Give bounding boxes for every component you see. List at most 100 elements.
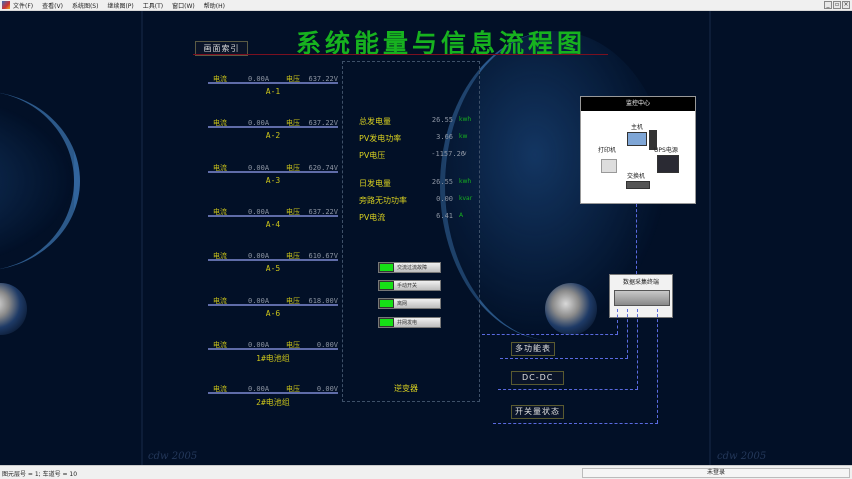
globe-left [0,283,27,335]
voltage-label: 电压 [286,385,300,393]
network-switch-icon [626,181,650,189]
current-value: 0.00A [248,385,270,393]
monitor-center-panel[interactable]: 监控中心 主机 打印机 UPS电源 交换机 [580,96,696,204]
menu-system-diagram[interactable]: 系统图(S) [71,2,99,10]
current-label: 电流 [213,208,227,216]
close-button[interactable]: × [842,1,850,9]
status-led [379,318,394,327]
current-value: 0.00A [248,341,270,349]
voltage-value: 0.00V [316,341,338,349]
globe-center [545,283,597,335]
current-value: 0.00A [248,208,270,216]
indicator-off-grid[interactable]: 离网 [378,298,441,309]
host-computer-icon [627,132,647,146]
voltage-value: 610.67V [308,252,338,260]
multifunction-meter-tag[interactable]: 多功能表 [511,342,555,356]
host-label: 主机 [631,124,644,131]
monitor-center-title: 监控中心 [581,97,695,111]
feeder-name: A-3 [265,176,281,185]
data-collector-panel[interactable]: 数据采集终端 [609,274,673,318]
light-swoosh-left [0,91,80,271]
feeder-name: 2#电池组 [256,398,290,407]
watermark-right: cdw 2005 [717,451,767,462]
current-value: 0.00A [248,297,270,305]
watermark-left: cdw 2005 [148,451,198,462]
minimize-button[interactable]: _ [824,1,832,9]
feeder-a5: 电流 0.00A 电压 610.67V A-5 [208,251,338,273]
voltage-label: 电压 [286,252,300,260]
current-value: 0.00A [248,119,270,127]
dc-dc-tag[interactable]: DC-DC [511,371,565,385]
current-value: 0.00A [248,75,270,83]
comm-line [500,358,628,359]
current-label: 电流 [213,119,227,127]
feeder-name: 1#电池组 [256,354,290,363]
page-title: 系统能量与信息流程图 [296,29,587,58]
status-led [379,281,394,290]
title-underline [193,54,608,55]
collector-title: 数据采集终端 [622,279,659,286]
current-value: 0.00A [248,164,270,172]
menu-help[interactable]: 帮助(H) [203,2,225,10]
status-led [379,263,394,272]
feeder-name: A-1 [265,87,281,96]
comm-line [498,389,638,390]
feeder-name: A-2 [265,131,281,140]
voltage-label: 电压 [286,297,300,305]
current-value: 0.00A [248,252,270,260]
menu-continue-diagram[interactable]: 继续图(P) [107,2,134,10]
voltage-value: 637.22V [308,119,338,127]
voltage-label: 电压 [286,164,300,172]
voltage-value: 0.00V [316,385,338,393]
voltage-label: 电压 [286,75,300,83]
current-label: 电流 [213,164,227,172]
indicator-manual-switch[interactable]: 手动开关 [378,280,441,291]
screen-index-button[interactable]: 画面索引 [195,41,248,56]
inverter-label: 逆变器 [394,384,418,393]
comm-line [627,309,628,358]
current-label: 电流 [213,341,227,349]
menu-file[interactable]: 文件(F) [13,2,34,10]
indicator-ac-overcurrent[interactable]: 交流过流故障 [378,262,441,273]
switch-state-tag[interactable]: 开关量状态 [511,405,564,419]
comm-line [657,309,658,423]
status-left: 图元层号 = 1; 车道号 = 10 [2,471,78,478]
panel-divider-right [709,11,711,465]
indicator-grid-connected[interactable]: 并网发电 [378,317,441,328]
current-label: 电流 [213,252,227,260]
inverter-panel [342,61,480,402]
printer-icon [601,159,617,173]
comm-line [482,334,618,335]
menu-bar: 文件(F) 查看(V) 系统图(S) 继续图(P) 工具(T) 窗口(W) 帮助… [0,0,852,11]
restore-button[interactable]: ▫ [833,1,841,9]
comm-line [636,204,637,274]
feeder-name: A-5 [265,264,281,273]
feeder-battery-2: 电流 0.00A 电压 0.00V 2#电池组 [208,384,338,408]
status-led [379,299,394,308]
app-icon [2,1,10,9]
voltage-label: 电压 [286,341,300,349]
voltage-value: 618.00V [308,297,338,305]
current-label: 电流 [213,297,227,305]
login-status: 未登录 [582,468,850,478]
voltage-value: 637.22V [308,208,338,216]
feeder-battery-1: 电流 0.00A 电压 0.00V 1#电池组 [208,340,338,364]
host-tower-icon [649,130,657,150]
comm-line [637,309,638,389]
menu-view[interactable]: 查看(V) [42,2,63,10]
menu-window[interactable]: 窗口(W) [172,2,195,10]
current-label: 电流 [213,385,227,393]
comm-line [493,423,658,424]
feeder-name: A-4 [265,220,281,229]
menu-tools[interactable]: 工具(T) [142,2,164,10]
panel-divider-left [141,11,143,465]
comm-line [617,309,618,334]
